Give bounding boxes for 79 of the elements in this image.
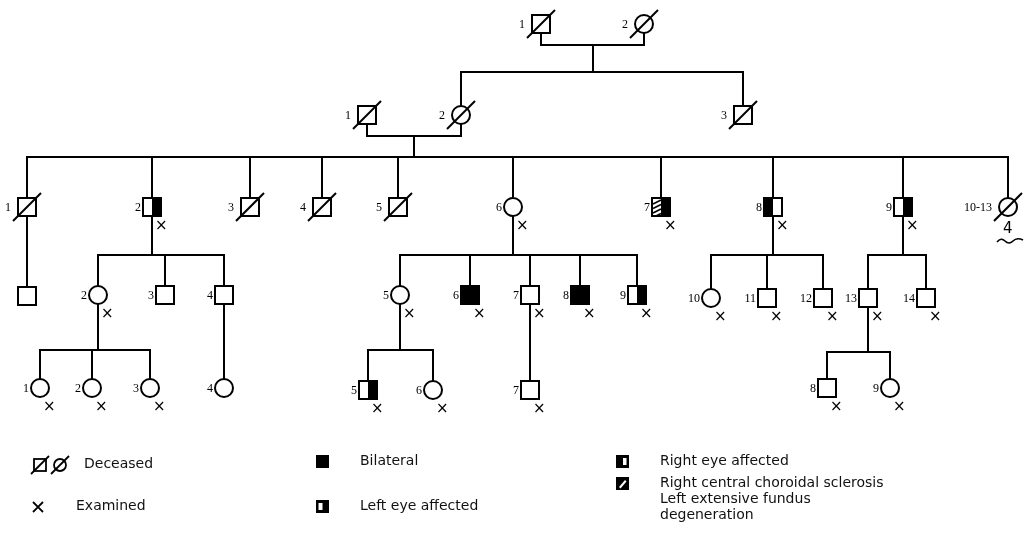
pedigree-line [529,303,531,382]
examined-mark: × [155,218,168,233]
legend-text: Bilateral [360,452,419,468]
individual-number: 8 [810,382,816,394]
individual-number: 3 [148,289,154,301]
pedigree-line [772,215,824,290]
individual-number: 4 [207,382,213,394]
examined-mark: × [893,399,906,414]
individual-number: 10 [688,292,700,304]
pedigree-line [512,215,638,287]
legend-text: Right central choroidal sclerosis Left extensive fundus degeneration [660,474,885,522]
individual-number: 2 [439,109,445,121]
individual-number: 2 [81,289,87,301]
individual-number: 2 [75,382,81,394]
individual-number: 11 [744,292,756,304]
pedigree-line [867,306,891,380]
examined-mark: × [826,309,839,324]
examined-mark: × [664,218,677,233]
examined-mark: × [473,306,486,321]
individual-number: 12 [800,292,812,304]
pedigree-line [151,215,225,287]
individual-number: 6 [496,201,502,213]
individual-number: 3 [228,201,234,213]
individual-number: 9 [886,201,892,213]
individual-number: 10-13 [964,201,992,213]
examined-mark: × [871,309,884,324]
examined-mark: × [533,401,546,416]
individual-number: 9 [873,382,879,394]
individual-number: 1 [5,201,11,213]
pedigree-line [26,215,28,288]
pedigree-line [97,303,151,380]
examined-mark: × [533,306,546,321]
individual-number: 6 [416,384,422,396]
individual-number: 6 [453,289,459,301]
pedigree-line [223,303,225,380]
examined-mark: × [714,309,727,324]
pedigree-line [592,32,744,107]
individual-number: 7 [513,289,519,301]
individual-number: 14 [903,292,915,304]
individual-number: 1 [519,18,525,30]
individual-number: 13 [845,292,857,304]
examined-mark: × [640,306,653,321]
examined-mark: × [436,401,449,416]
examined-mark: × [101,306,114,321]
pedigree-line [399,303,434,382]
examined-mark: × [583,306,596,321]
individual-number: 7 [644,201,650,213]
legend-text: Deceased [84,455,154,471]
individual-number: 5 [383,289,389,301]
examined-mark: × [371,401,384,416]
examined-mark: × [95,399,108,414]
examined-mark: × [43,399,56,414]
individual-number: 5 [376,201,382,213]
individual-number: 7 [513,384,519,396]
individual-number: 4 [207,289,213,301]
individual-number: 4 [300,201,306,213]
examined-mark: × [516,218,529,233]
legend-text: Examined [76,497,146,513]
individual-number: 2 [622,18,628,30]
individual-number: 1 [345,109,351,121]
examined-mark: × [776,218,789,233]
examined-mark: × [929,309,942,324]
examined-mark: × [830,399,843,414]
individual-number: 3 [721,109,727,121]
individual-number: 8 [563,289,569,301]
examined-mark: × [403,306,416,321]
pedigree-line [902,215,927,290]
examined-mark: × [906,218,919,233]
individual-number: 9 [620,289,626,301]
legend-text: Right eye affected [660,452,789,468]
individual-number: 5 [351,384,357,396]
individual-number: 1 [23,382,29,394]
individual-number: 3 [133,382,139,394]
legend-text: Left eye affected [360,497,479,513]
examined-mark: × [153,399,166,414]
sibship-count: 4 [1003,221,1013,236]
individual-number: 8 [756,201,762,213]
examined-mark: × [770,309,783,324]
individual-number: 2 [135,201,141,213]
